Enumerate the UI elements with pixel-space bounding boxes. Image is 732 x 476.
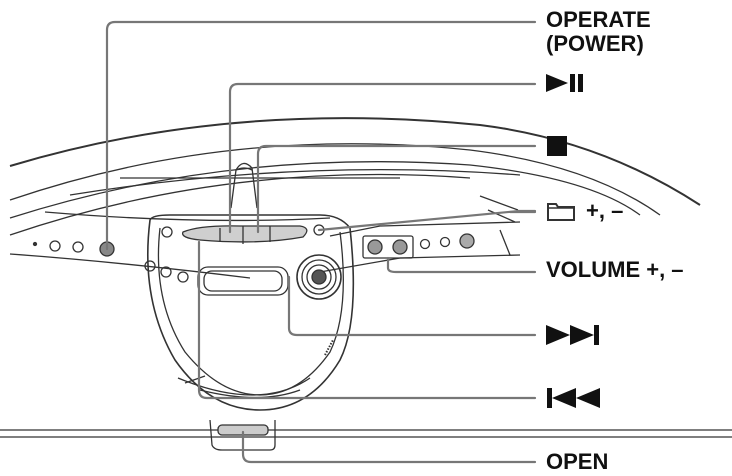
previous-track-icon	[547, 388, 600, 408]
stop-icon	[547, 136, 567, 156]
next-track-icon	[546, 325, 599, 345]
play-pause-label	[546, 72, 586, 94]
operate-power-label: OPERATE (POWER)	[546, 8, 651, 56]
operate-label-line2: (POWER)	[546, 31, 644, 56]
volume-label: VOLUME +, –	[546, 257, 684, 282]
play-pause-icon	[546, 74, 583, 92]
next-track-label	[546, 324, 600, 346]
stop-label	[546, 135, 568, 157]
folder-label-text: +, –	[586, 198, 624, 223]
folder-icon	[547, 203, 575, 221]
open-label: OPEN	[546, 449, 609, 474]
operate-label-line1: OPERATE	[546, 7, 651, 32]
previous-track-label	[546, 387, 600, 409]
folder-label: +, –	[546, 199, 623, 223]
